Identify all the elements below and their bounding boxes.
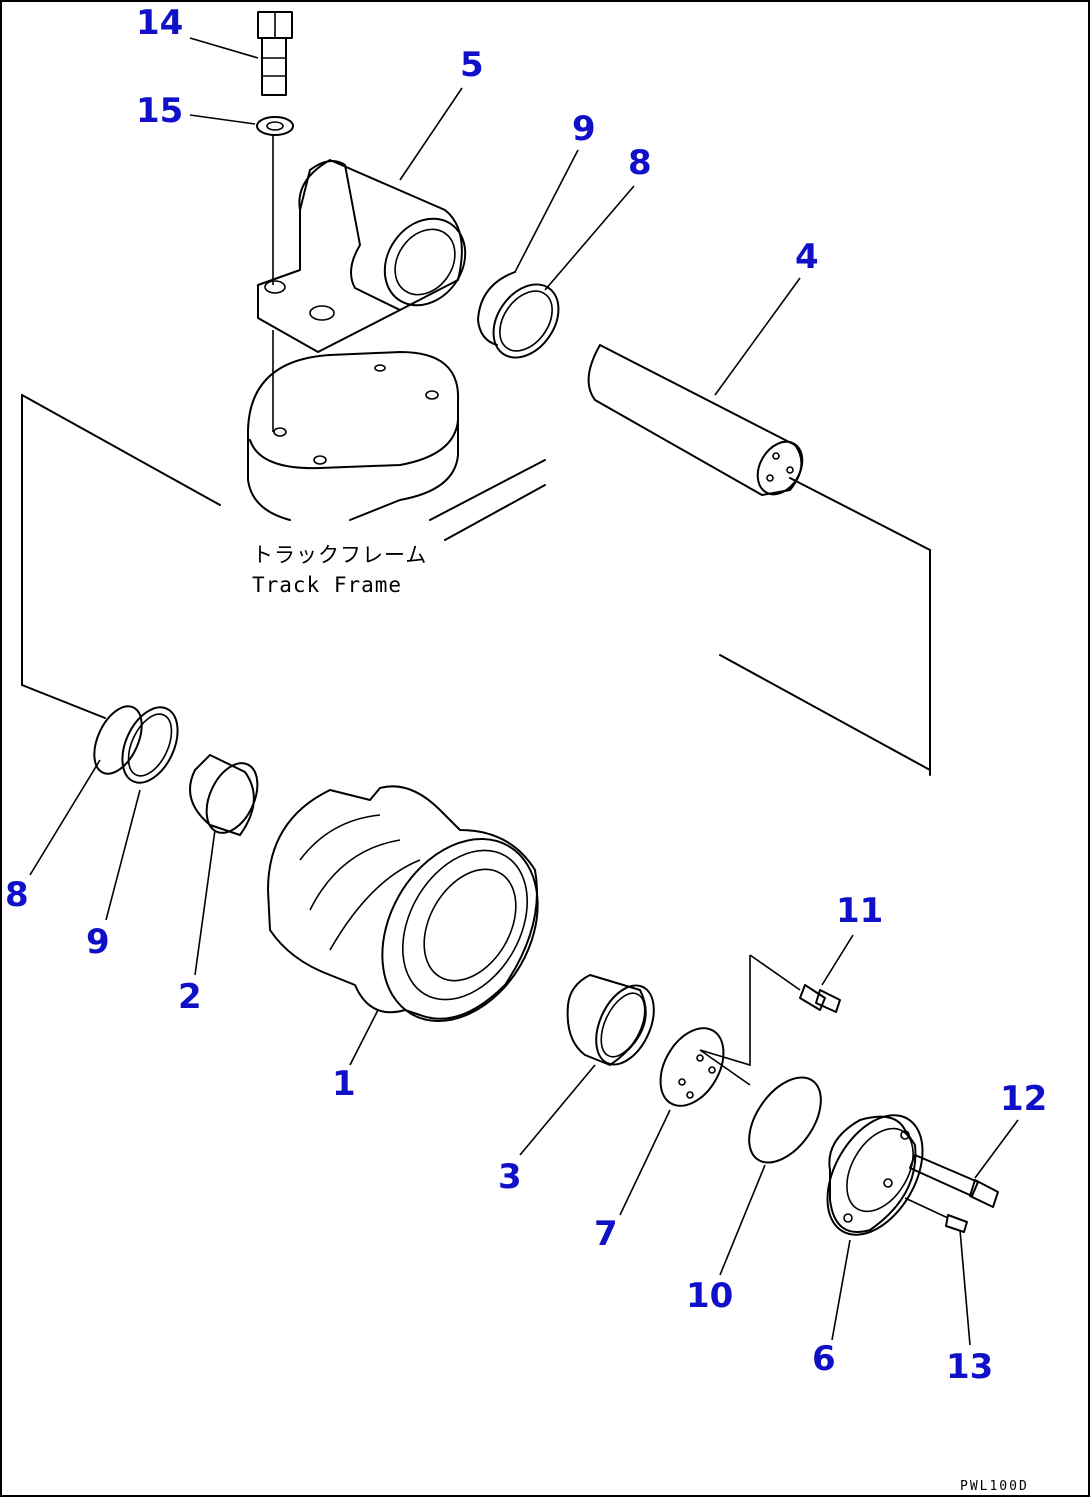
part-8-ring-upper <box>492 283 560 359</box>
part-5-bracket <box>257 159 467 353</box>
track-frame-label-en: Track Frame <box>252 573 402 597</box>
part-14-bolt <box>257 11 293 96</box>
callout-10: 10 <box>686 1276 733 1316</box>
callout-8-lower: 8 <box>5 875 29 915</box>
callout-11: 11 <box>836 891 883 931</box>
callouts: 14 15 5 9 8 4 8 9 2 1 3 7 10 6 11 12 13 <box>5 3 1047 1387</box>
part-12-bolt <box>909 1154 999 1208</box>
part-6-cover <box>826 1114 924 1236</box>
callout-7: 7 <box>594 1214 618 1254</box>
track-frame-label-jp: トラックフレーム <box>252 543 427 567</box>
part-9-seal-ring-upper <box>477 271 516 346</box>
callout-13: 13 <box>946 1347 993 1387</box>
callout-12: 12 <box>1000 1079 1047 1119</box>
part-10-o-ring <box>748 1076 822 1164</box>
part-15-washer <box>256 116 294 432</box>
part-4-shaft <box>587 344 804 496</box>
leader-lines <box>29 37 1019 1346</box>
track-frame <box>21 351 931 776</box>
callout-1: 1 <box>332 1064 356 1104</box>
part-11-bolt <box>699 954 841 1086</box>
callout-3: 3 <box>498 1157 522 1197</box>
part-3-bushing <box>566 974 655 1066</box>
callout-9-lower: 9 <box>86 922 110 962</box>
callout-9-upper: 9 <box>572 109 596 149</box>
part-8-ring-lower <box>93 705 143 775</box>
part-7-plate <box>659 1027 725 1107</box>
drawing-code: PWL100D <box>960 1479 1029 1494</box>
callout-2: 2 <box>178 977 202 1017</box>
part-9-seal-ring-lower <box>121 706 179 784</box>
callout-6: 6 <box>812 1339 836 1379</box>
part-13-plug <box>904 1197 968 1233</box>
callout-15: 15 <box>136 91 183 131</box>
part-1-roller <box>267 785 539 1023</box>
callout-14: 14 <box>136 3 183 43</box>
callout-5: 5 <box>460 45 484 85</box>
callout-4: 4 <box>795 237 819 277</box>
callout-8-upper: 8 <box>628 143 652 183</box>
part-2-bushing <box>189 754 259 836</box>
